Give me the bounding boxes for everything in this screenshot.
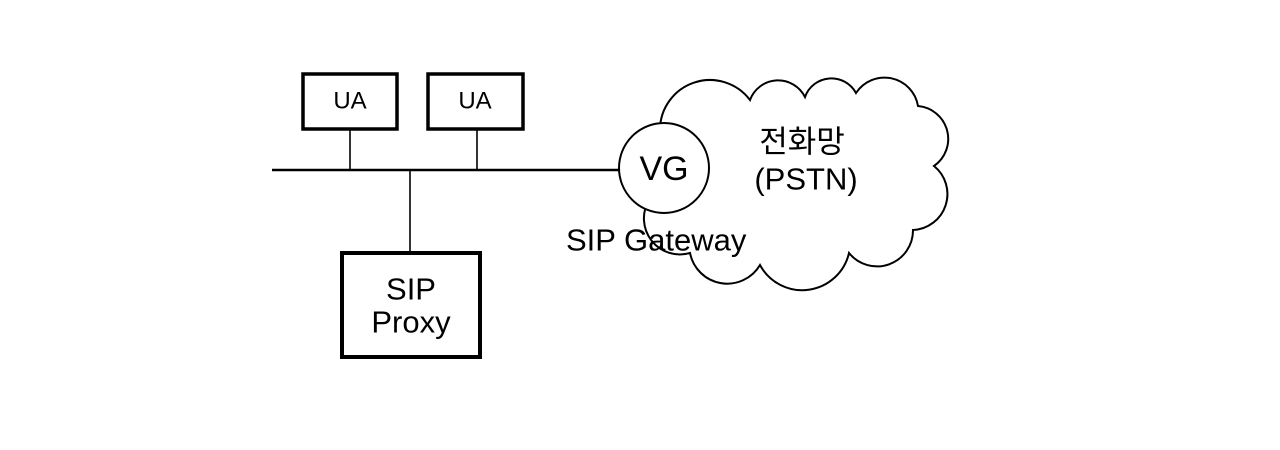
- vg-circle: [618, 122, 710, 214]
- ua-right-box: [426, 72, 525, 131]
- pstn-label-line2: (PSTN): [754, 162, 857, 197]
- sip-proxy-label-line1: SIP: [386, 272, 436, 307]
- pstn-cloud: [629, 76, 950, 292]
- ua-left-label: UA: [333, 88, 366, 115]
- vg-label: VG: [639, 150, 688, 188]
- ua-left-box: [301, 72, 399, 131]
- sip-gateway-caption: SIP Gateway: [566, 223, 747, 258]
- sip-proxy-box: [340, 251, 482, 359]
- sip-proxy-label-line2: Proxy: [371, 305, 451, 340]
- ua-right-label: UA: [458, 88, 491, 115]
- pstn-label-line1: 전화망: [759, 125, 845, 160]
